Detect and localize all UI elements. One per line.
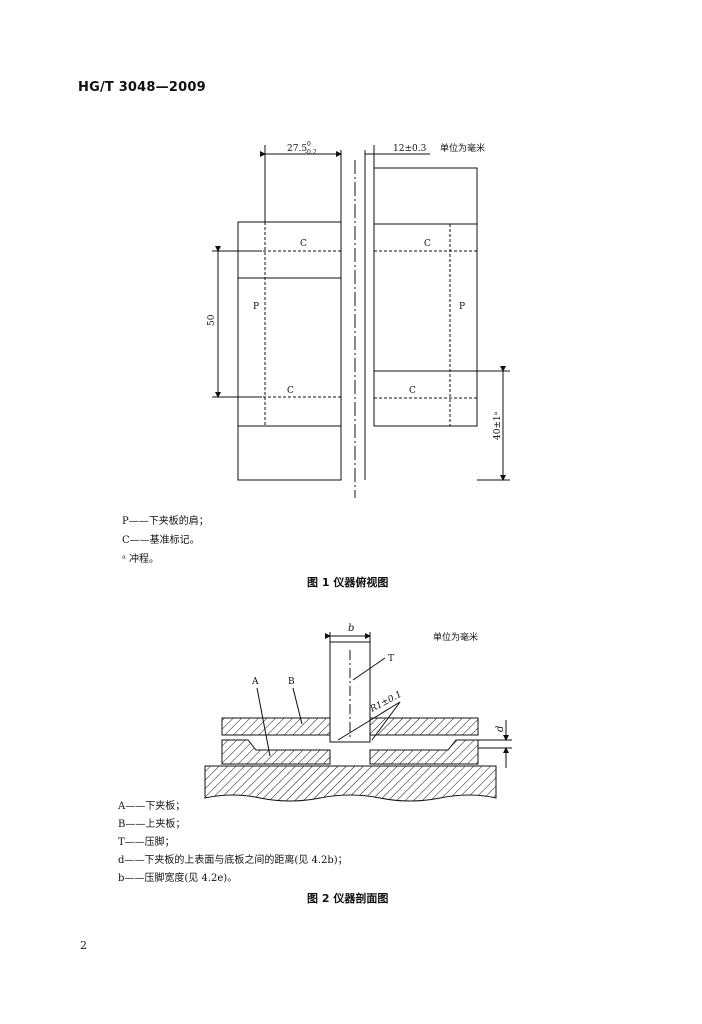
legend-b: B——上夹板； [118, 819, 186, 830]
document-code: HG/T 3048—2009 [78, 80, 206, 95]
dim-height-value: 50 [207, 314, 217, 326]
base-plate [204, 765, 497, 802]
label-p-right: P [459, 302, 465, 312]
figure1-legend: P——下夹板的肩； C——基准标记。 ᵃ 冲程。 [122, 515, 209, 567]
legend-b-width: b——压脚宽度(见 4.2e)。 [118, 873, 238, 884]
right-plate-outline [373, 167, 478, 427]
figure-1-top-view: 27.5 0 -0.2 12±0.3 单位为毫米 50 40±1ᵃ C C P … [207, 141, 510, 498]
left-lower-plate [221, 739, 331, 765]
figure1-caption: 图 1 仪器俯视图 [307, 576, 389, 589]
label-c-left-top: C [300, 239, 307, 249]
figure-2-section-view: b 单位为毫米 T A B R1±0.1 d [204, 623, 512, 802]
legend-p: P——下夹板的肩； [122, 516, 209, 527]
label-d: d [495, 726, 506, 732]
legend-t: T——压脚； [118, 837, 175, 848]
label-c-left-bottom: C [287, 386, 294, 396]
label-b-dim: b [348, 623, 354, 634]
label-b-plate: B [288, 677, 295, 687]
label-radius: R1±0.1 [368, 690, 404, 715]
right-lower-plate [369, 739, 479, 765]
label-a: A [251, 677, 259, 687]
dim-stroke-value: 40±1ᵃ [493, 411, 503, 440]
legend-a: A——下夹板； [118, 801, 186, 812]
dim-right-value: 12±0.3 [393, 144, 427, 154]
figure2-unit-note: 单位为毫米 [433, 631, 478, 643]
left-upper-plate [221, 717, 331, 736]
dim-left-tol-lower: -0.2 [305, 149, 317, 156]
legend-stroke: ᵃ 冲程。 [122, 554, 160, 565]
label-c-right-top: C [424, 239, 431, 249]
page-number: 2 [80, 939, 87, 952]
figure2-legend: A——下夹板； B——上夹板； T——压脚； d——下夹板的上表面与底板之间的距… [118, 800, 348, 886]
left-plate-outline [237, 221, 342, 481]
label-c-right-bottom: C [409, 386, 416, 396]
legend-d: d——下夹板的上表面与底板之间的距离(见 4.2b)； [118, 855, 348, 866]
label-p-left: P [253, 302, 259, 312]
figure1-unit-note: 单位为毫米 [440, 142, 485, 154]
legend-c: C——基准标记。 [122, 535, 200, 546]
figure2-caption: 图 2 仪器剖面图 [307, 892, 389, 905]
label-t: T [388, 654, 394, 664]
dim-left-value: 27.5 [287, 144, 307, 154]
dim-left-tol-upper: 0 [307, 141, 311, 148]
